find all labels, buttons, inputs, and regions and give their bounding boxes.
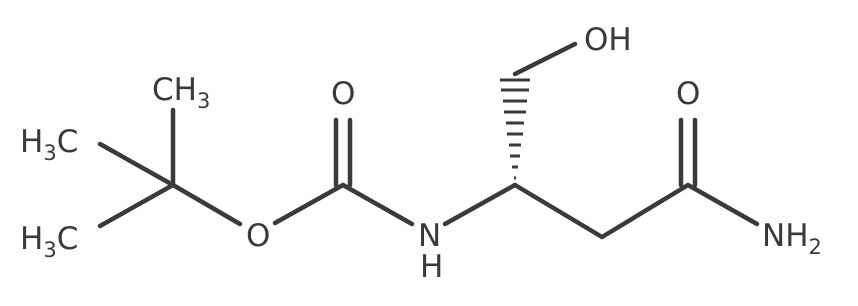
amine-label: NH2 [762,218,822,259]
bond [170,182,243,227]
hashed-wedge-bond [500,78,530,180]
methyl-label-top: CH3 [152,72,210,113]
oxygen-label-amide: O [676,76,700,112]
nitrogen-hydrogen-label: H [420,249,443,285]
hydroxyl-label: OH [584,22,632,58]
bond [599,182,691,240]
methyl-label-bottom: H3C [20,221,78,262]
bond [97,182,176,229]
bond [340,182,415,227]
methyl-label-middle: H3C [20,124,78,165]
nitrogen-label: N [418,218,441,254]
atom-labels: CH3 H3C H3C O O N H OH O NH2 [20,22,822,285]
oxygen-label-carbonyl: O [331,76,355,112]
bond [97,141,176,188]
bond [685,182,760,227]
bonds [97,41,760,240]
oxygen-label-ester: O [246,218,270,254]
bond [272,182,346,226]
bond [442,182,518,227]
bond [512,182,605,240]
bond [512,41,578,77]
